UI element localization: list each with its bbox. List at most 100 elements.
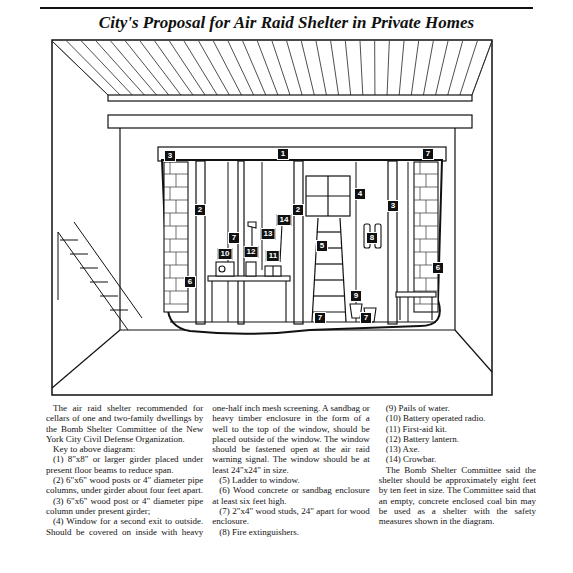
stroke xyxy=(287,41,302,95)
article-text: (13) Axe. xyxy=(379,444,536,454)
stroke xyxy=(176,278,177,291)
stroke xyxy=(426,278,427,291)
stroke xyxy=(387,41,389,95)
stroke xyxy=(176,226,177,239)
stroke xyxy=(125,41,168,95)
top-rule xyxy=(40,7,533,9)
stroke xyxy=(448,41,463,95)
article-text: (14) Crowbar. xyxy=(379,454,536,464)
callout-number: 5 xyxy=(316,240,328,252)
stroke xyxy=(420,187,421,200)
stroke xyxy=(420,161,421,174)
stroke xyxy=(184,41,217,95)
stroke xyxy=(420,239,421,252)
article-text: (7) 2"x4" wood studs, 24" apart for wood… xyxy=(212,506,369,527)
stroke xyxy=(81,41,132,95)
cellar-stairs xyxy=(58,222,142,330)
callout-number: 14 xyxy=(277,214,292,226)
article-text: (11) First-aid kit. xyxy=(379,424,536,434)
article-text: Key to above diagram: xyxy=(46,444,203,454)
stroke xyxy=(426,174,427,187)
callout-number: 3 xyxy=(164,150,176,162)
callout-number: 11 xyxy=(266,250,280,262)
article-text: (12) Battery lantern. xyxy=(379,434,536,444)
article-text: The Bomb Shelter Committee said the shel… xyxy=(379,465,536,527)
callout-number: 13 xyxy=(261,228,276,240)
callout-number: 7 xyxy=(228,232,240,244)
window xyxy=(306,176,350,216)
stroke xyxy=(52,41,108,95)
stroke xyxy=(360,41,363,95)
stroke xyxy=(228,41,254,95)
callout-number: 3 xyxy=(387,200,399,212)
stroke xyxy=(423,41,433,95)
callout-number: 9 xyxy=(350,290,362,302)
headline: City's Proposal for Air Raid Shelter in … xyxy=(40,13,533,33)
stroke xyxy=(345,41,350,95)
article-text: The air raid shelter recommended for cel… xyxy=(46,403,203,444)
stroke xyxy=(272,41,290,95)
callout-number: 6 xyxy=(432,262,444,274)
ladder xyxy=(312,218,346,322)
stroke xyxy=(170,239,171,252)
stroke xyxy=(426,226,427,239)
posts xyxy=(196,161,397,324)
stroke xyxy=(414,304,438,305)
stroke xyxy=(374,41,375,95)
stroke xyxy=(436,41,448,95)
stroke xyxy=(67,41,120,95)
article-text: (1) 8"x8" or larger girder placed under … xyxy=(46,454,203,475)
stroke xyxy=(243,41,266,95)
callout-number: 6 xyxy=(184,276,196,288)
stroke xyxy=(52,41,108,95)
stroke xyxy=(472,41,492,95)
stroke xyxy=(472,41,492,95)
stroke xyxy=(170,161,171,174)
stroke xyxy=(411,41,418,95)
callout-number: 7 xyxy=(314,312,326,324)
stroke xyxy=(170,213,171,226)
wall-tools xyxy=(248,222,381,262)
text-columns: The air raid shelter recommended for cel… xyxy=(46,403,536,537)
stroke xyxy=(426,252,427,265)
article-text: (5) Ladder to window. xyxy=(212,475,369,485)
ceiling-joists xyxy=(52,41,492,95)
article-text: (2) 6"x6" wood posts or 4" diameter pipe… xyxy=(46,475,203,496)
article-text: (9) Pails of water. xyxy=(379,403,536,413)
stroke xyxy=(111,41,157,95)
article-text: (10) Battery operated radio. xyxy=(379,413,536,423)
floor-beams xyxy=(108,95,472,161)
article-text: (6) Wood concrete or sandbag enclosure a… xyxy=(212,485,369,506)
shelter-floor xyxy=(170,322,436,323)
stroke xyxy=(176,200,177,213)
cutaway-outline xyxy=(162,160,442,334)
stroke xyxy=(170,265,171,278)
article-text: (8) Fire extinguishers. xyxy=(212,527,369,537)
stroke xyxy=(96,41,144,95)
stroke xyxy=(176,174,177,187)
callout-number: 8 xyxy=(366,232,378,244)
stroke xyxy=(331,41,339,95)
callout-number: 10 xyxy=(218,248,233,260)
callout-number: 2 xyxy=(292,204,304,216)
room-walls xyxy=(52,128,492,388)
stroke xyxy=(426,200,427,213)
callout-number: 4 xyxy=(354,188,366,200)
stroke xyxy=(301,41,314,95)
stroke xyxy=(420,213,421,226)
callout-number: 1 xyxy=(277,148,289,160)
stroke xyxy=(420,265,421,278)
wood-studs xyxy=(228,162,408,322)
stroke xyxy=(164,304,188,305)
callout-number: 7 xyxy=(360,312,372,324)
callout-number: 2 xyxy=(194,204,206,216)
stroke xyxy=(169,41,205,95)
stroke xyxy=(170,291,171,304)
article-text: (3) 6"x6" wood post or 4" diameter pipe … xyxy=(46,496,203,517)
picture-frame xyxy=(52,40,492,395)
stroke xyxy=(316,41,326,95)
stroke xyxy=(199,41,230,95)
stroke xyxy=(170,187,171,200)
stroke xyxy=(213,41,241,95)
table-and-supplies xyxy=(208,262,290,322)
